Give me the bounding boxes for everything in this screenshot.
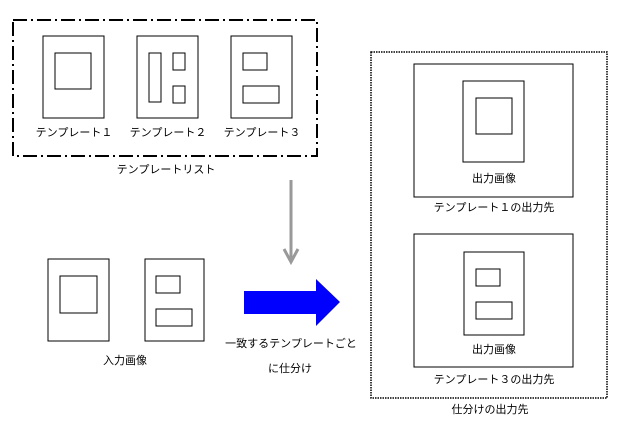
output-frame (370, 51, 608, 399)
destination-1-inner-label: 出力画像 (472, 172, 516, 185)
template-3-label: テンプレート３ (223, 126, 301, 139)
destination-3-box (413, 233, 574, 368)
template-3-thumbnail (230, 35, 293, 119)
destination-1-label: テンプレート１の出力先 (433, 201, 555, 214)
destination-3-label: テンプレート３の出力先 (433, 373, 555, 386)
template-1-label: テンプレート１ (35, 126, 113, 139)
process-label-line1: 一致するテンプレートごと (225, 337, 357, 350)
input-image-caption: 入力画像 (103, 354, 147, 367)
template-2-label: テンプレート２ (129, 126, 207, 139)
destination-3-inner-label: 出力画像 (472, 343, 516, 356)
template-list-frame (12, 19, 318, 157)
template-list-caption: テンプレートリスト (116, 163, 216, 176)
output-caption: 仕分けの出力先 (451, 403, 529, 416)
right-arrow-icon (244, 279, 340, 326)
template-2-thumbnail (136, 35, 199, 119)
input-image-2 (144, 258, 205, 342)
process-label-line2: に仕分け (268, 362, 312, 375)
template-1-thumbnail (42, 35, 105, 119)
destination-1-box (413, 63, 574, 198)
down-arrow-icon (282, 180, 300, 266)
input-image-1 (47, 258, 110, 342)
